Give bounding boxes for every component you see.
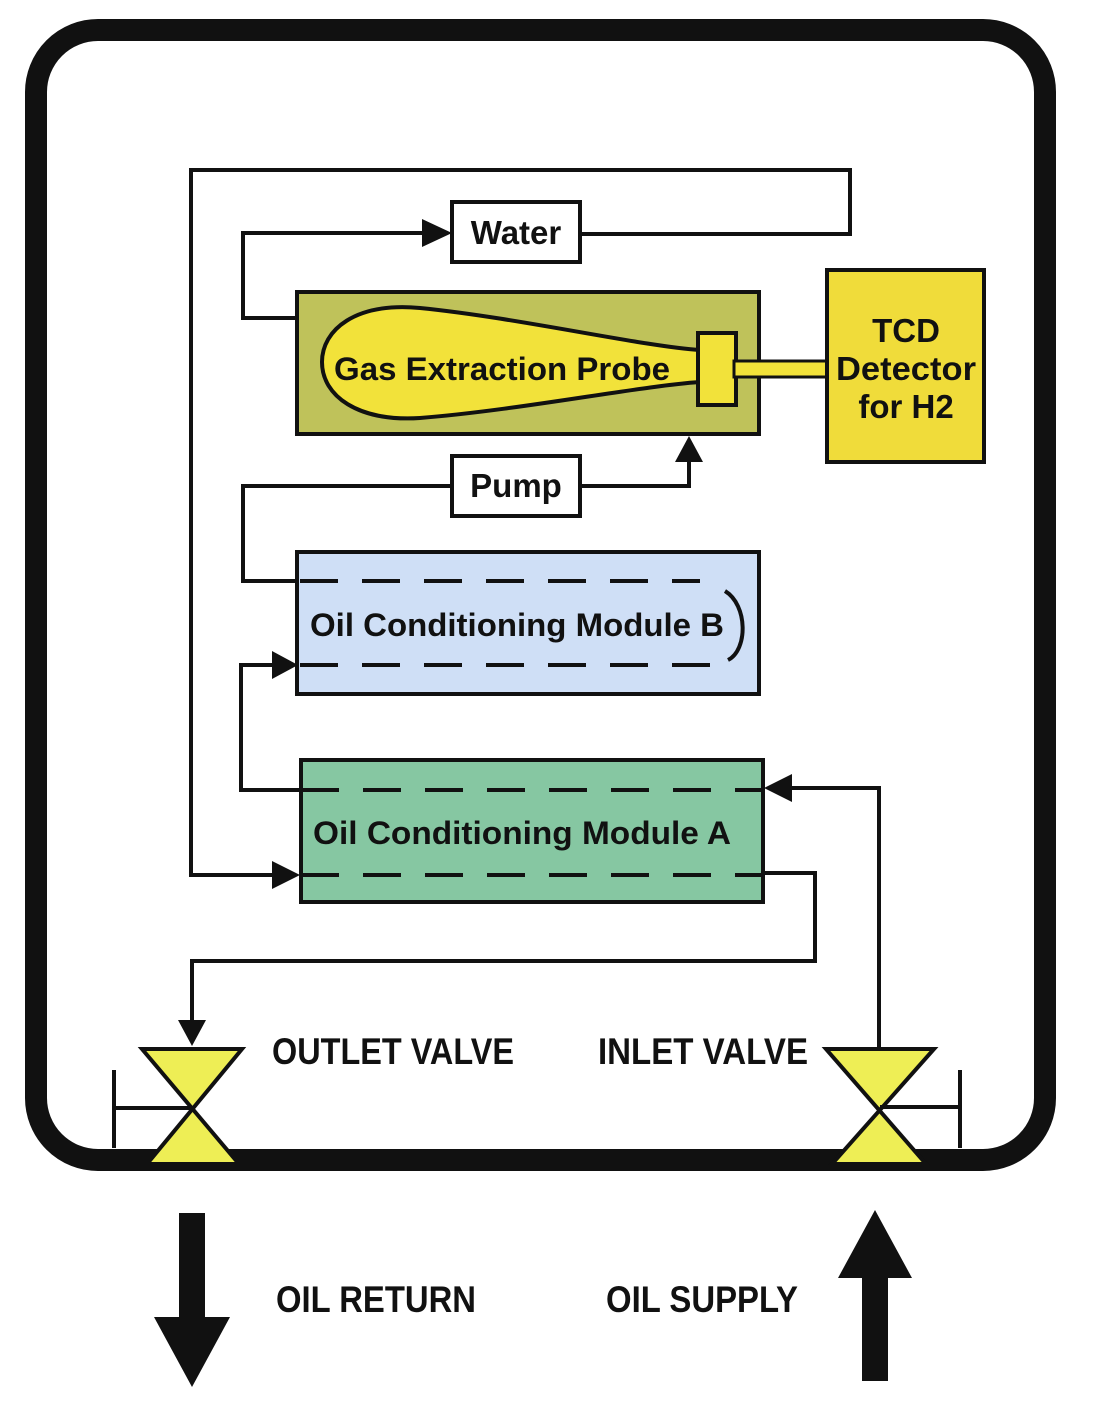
probe-bulb [319, 305, 702, 421]
arrow-into-module-b [272, 651, 298, 679]
module-a-to-outlet-line [190, 871, 817, 1022]
arrow-into-outlet-valve [178, 1020, 206, 1046]
arrow-into-water [422, 219, 452, 247]
outlet-valve-label: OUTLET VALVE [272, 1031, 514, 1072]
arrow-into-probe [675, 436, 703, 462]
probe-to-water-line [241, 231, 425, 320]
water-label: Water [471, 214, 562, 251]
oil-supply-arrow [838, 1210, 912, 1381]
arrow-into-module-a-top [764, 774, 792, 802]
inlet-to-module-a-line [790, 786, 881, 1055]
inlet-valve [821, 1047, 962, 1166]
module-a-to-module-b-line [239, 663, 301, 792]
pump-box [450, 454, 582, 518]
water-box [450, 200, 582, 264]
module-b-box [295, 550, 761, 696]
arrow-into-module-a-bottom [272, 861, 300, 889]
tcd-label-line2: Detector [836, 350, 976, 387]
inlet-valve-label: INLET VALVE [598, 1031, 808, 1072]
oil-supply-label: OIL SUPPLY [606, 1279, 798, 1320]
water-return-line [189, 168, 852, 877]
probe-to-tcd-tube [732, 359, 830, 379]
module-b-label: Oil Conditioning Module B [310, 607, 724, 643]
module-a-label: Oil Conditioning Module A [313, 815, 731, 851]
module-b-to-pump-line [241, 484, 452, 583]
enclosure-border [25, 19, 1056, 1171]
probe-connector [696, 331, 738, 407]
oil-return-label: OIL RETURN [276, 1279, 476, 1320]
probe-label: Gas Extraction Probe [334, 351, 670, 387]
module-a-box [299, 758, 765, 904]
oil-return-arrow [154, 1213, 230, 1387]
tcd-detector-box [825, 268, 986, 464]
module-b-flow-turn [723, 589, 745, 662]
tcd-label-line1: TCD [872, 312, 940, 349]
tcd-label-line3: for H2 [858, 388, 953, 425]
outlet-valve [112, 1047, 247, 1166]
pump-to-probe-line [580, 462, 691, 488]
pump-label: Pump [470, 467, 562, 504]
